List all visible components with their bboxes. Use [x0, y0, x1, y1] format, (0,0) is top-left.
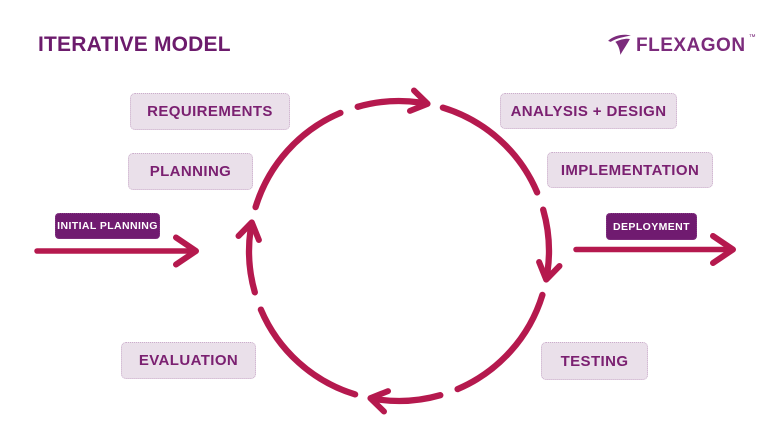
- entry-badge-initial-planning: INITIAL PLANNING: [55, 213, 160, 239]
- flexagon-tornado-icon: [608, 34, 631, 55]
- cycle-arc-segments-icon: [245, 97, 553, 405]
- flexagon-logo: FLEXAGON ™: [606, 31, 756, 59]
- stage-testing: TESTING: [541, 342, 648, 380]
- exit-badge-deployment: DEPLOYMENT: [606, 213, 697, 240]
- exit-arrow-head-icon: [710, 233, 736, 266]
- stage-evaluation: EVALUATION: [121, 342, 256, 379]
- stage-implementation: IMPLEMENTATION: [547, 152, 713, 188]
- stage-requirements: REQUIREMENTS: [130, 93, 290, 130]
- stage-analysis-design: ANALYSIS + DESIGN: [500, 93, 677, 129]
- stage-planning: PLANNING: [128, 153, 253, 190]
- cycle-arrowheads-icon: [235, 87, 563, 415]
- entry-arrow-head-icon: [173, 234, 199, 268]
- trademark-symbol: ™: [748, 34, 756, 41]
- page-title: ITERATIVE MODEL: [38, 33, 231, 56]
- flexagon-logo-text: FLEXAGON: [636, 34, 746, 56]
